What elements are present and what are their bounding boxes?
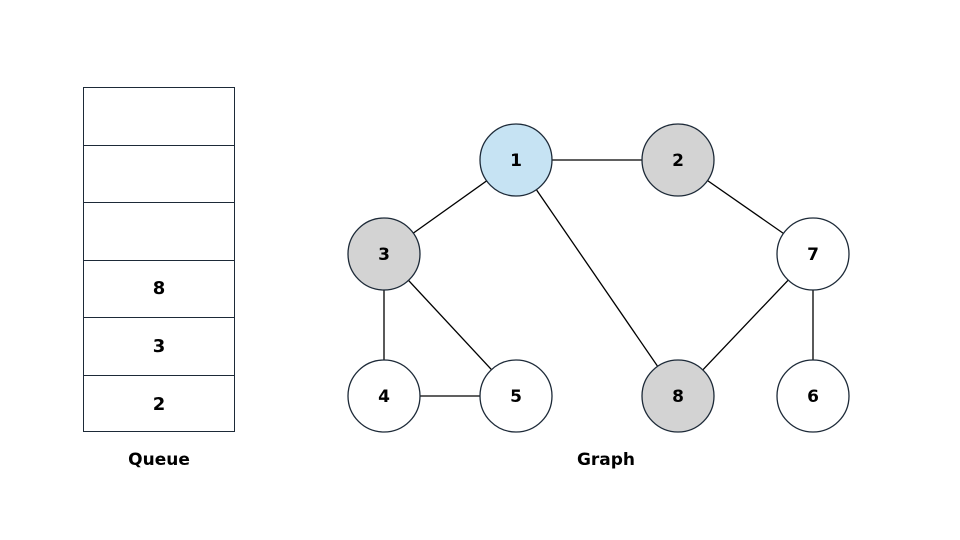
- node-label: 4: [378, 387, 390, 407]
- node-circle: [776, 217, 850, 291]
- node-5: 5: [479, 359, 553, 433]
- node-circle: [641, 359, 715, 433]
- node-circle: [479, 123, 553, 197]
- node-label: 6: [807, 387, 819, 407]
- queue-slot: 8: [84, 261, 234, 318]
- node-7: 7: [776, 217, 850, 291]
- node-circle: [347, 217, 421, 291]
- node-1: 1: [479, 123, 553, 197]
- node-3: 3: [347, 217, 421, 291]
- node-label: 8: [672, 387, 684, 407]
- edge-1-8: [515, 159, 679, 397]
- node-4: 4: [347, 359, 421, 433]
- node-circle: [347, 359, 421, 433]
- node-label: 5: [510, 387, 522, 407]
- graph-caption: Graph: [576, 450, 636, 470]
- node-circle: [479, 359, 553, 433]
- node-label: 2: [672, 151, 684, 171]
- queue-slot: [84, 146, 234, 203]
- queue-slot: 3: [84, 318, 234, 376]
- node-6: 6: [776, 359, 850, 433]
- node-label: 1: [510, 151, 522, 171]
- queue-slot: 2: [152, 393, 166, 415]
- node-circle: [776, 359, 850, 433]
- node-8: 8: [641, 359, 715, 433]
- node-circle: [641, 123, 715, 197]
- queue-slot: [84, 88, 234, 146]
- queue-caption: Queue: [128, 450, 190, 470]
- node-label: 7: [807, 245, 819, 265]
- node-label: 3: [378, 245, 390, 265]
- queue-slot: [84, 203, 234, 261]
- node-2: 2: [641, 123, 715, 197]
